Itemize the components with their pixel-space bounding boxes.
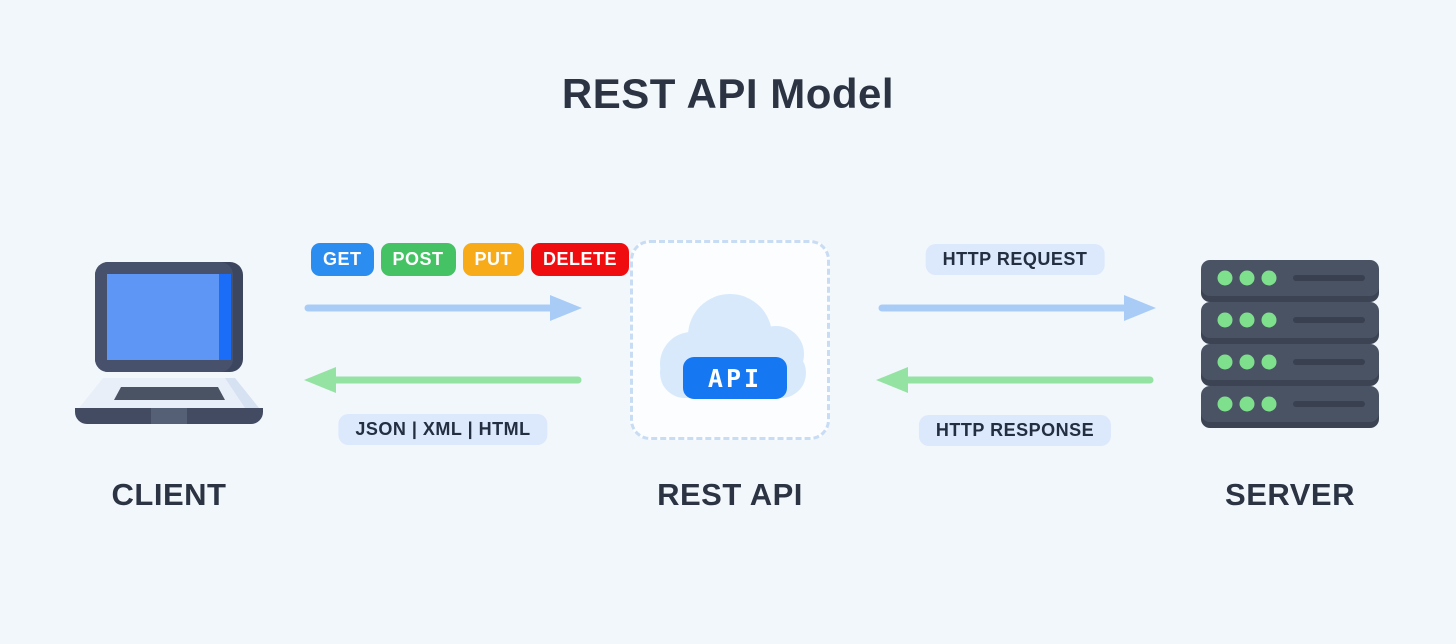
server-request-arrow: [878, 295, 1156, 321]
http-response-pill: HTTP RESPONSE: [918, 415, 1112, 446]
http-request-pill: HTTP REQUEST: [925, 244, 1105, 275]
client-node: [73, 260, 265, 433]
method-badge-put: PUT: [462, 243, 525, 276]
laptop-icon: [75, 262, 263, 424]
rest-api-label: REST API: [657, 477, 803, 512]
server-response-arrow: [876, 367, 1154, 393]
server-node: [1201, 260, 1379, 435]
method-badge-post: POST: [380, 243, 456, 276]
client-request-arrow: [304, 295, 582, 321]
page-title: REST API Model: [561, 70, 895, 117]
client-label: CLIENT: [111, 477, 227, 512]
method-badge-delete: DELETE: [531, 243, 630, 276]
http-methods-row: GET POST PUT DELETE: [311, 243, 630, 276]
server-icon: [1201, 260, 1379, 428]
method-badge-get: GET: [311, 243, 374, 276]
client-response-arrow: [304, 367, 582, 393]
api-badge: API: [683, 357, 787, 399]
data-formats-pill: JSON | XML | HTML: [338, 414, 548, 445]
server-label: SERVER: [1225, 477, 1355, 512]
